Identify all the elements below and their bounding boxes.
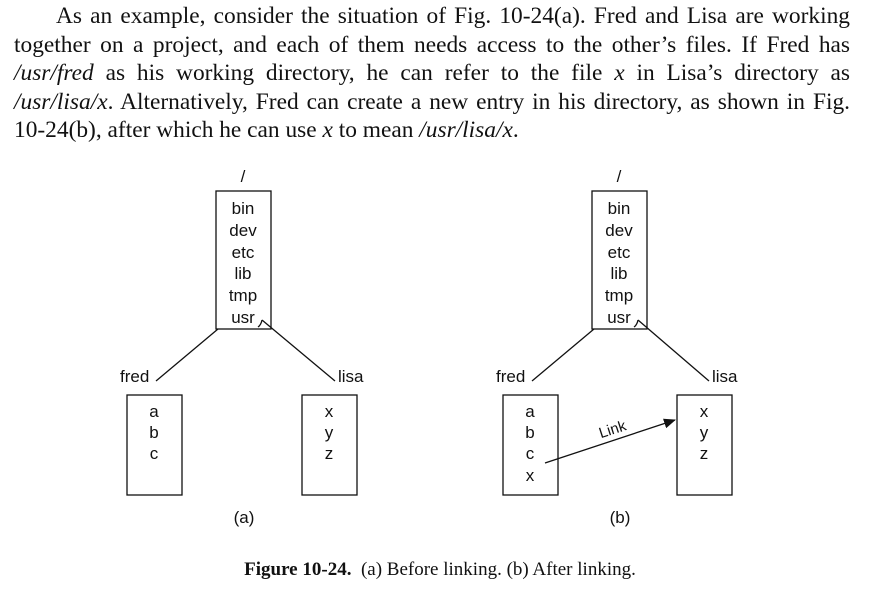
panel-a-label: (a) bbox=[234, 508, 255, 527]
path-usr-fred: /usr/fred bbox=[14, 60, 94, 87]
root-directory-box bbox=[215, 190, 272, 330]
lisa-directory-box bbox=[301, 394, 358, 496]
root-entry: tmp bbox=[605, 286, 633, 305]
root-entry: lib bbox=[610, 264, 627, 283]
edge-root-to-fred bbox=[155, 328, 219, 382]
edge-usr-to-lisa bbox=[637, 319, 710, 382]
fred-file: c bbox=[150, 444, 159, 463]
paragraph-text: . bbox=[512, 117, 519, 144]
root-label: / bbox=[241, 167, 246, 186]
edge-usr-to-lisa bbox=[261, 319, 336, 382]
panel-b-label: (b) bbox=[610, 508, 631, 527]
fred-file: a bbox=[149, 402, 159, 421]
paragraph-text: in Lisa’s directory as bbox=[624, 60, 850, 87]
root-entry: bin bbox=[608, 199, 631, 218]
root-entry: tmp bbox=[229, 286, 257, 305]
root-entry: usr bbox=[231, 308, 255, 327]
edge-root-to-fred bbox=[531, 328, 595, 382]
lisa-file: x bbox=[325, 402, 334, 421]
paragraph-text: . Alternatively, Fred can create a new e… bbox=[14, 88, 850, 144]
lisa-file: x bbox=[700, 402, 709, 421]
root-entry: etc bbox=[608, 243, 631, 262]
fred-directory-box bbox=[126, 394, 183, 496]
figure-caption: Figure 10-24. (a) Before linking. (b) Af… bbox=[0, 559, 880, 581]
root-entry: bin bbox=[232, 199, 255, 218]
paragraph-text: to mean bbox=[332, 117, 420, 144]
path-usr-lisa-x: /usr/lisa/x bbox=[419, 117, 513, 144]
fred-dir-label: fred bbox=[496, 367, 525, 386]
usr-hook bbox=[257, 319, 263, 328]
root-directory-box bbox=[591, 190, 648, 330]
fred-file: b bbox=[525, 423, 534, 442]
root-entry: etc bbox=[232, 243, 255, 262]
lisa-file: z bbox=[325, 444, 334, 463]
lisa-dir-label: lisa bbox=[712, 367, 738, 386]
root-label: / bbox=[617, 167, 622, 186]
lisa-directory-box bbox=[676, 394, 733, 496]
variable-x: x bbox=[614, 60, 625, 87]
link-arrow bbox=[544, 418, 676, 464]
fred-file: a bbox=[525, 402, 535, 421]
fred-file: x bbox=[526, 466, 535, 485]
fred-file: c bbox=[526, 444, 535, 463]
root-entry: lib bbox=[234, 264, 251, 283]
fred-directory-box bbox=[502, 394, 559, 496]
body-paragraph: As an example, consider the situation of… bbox=[14, 2, 850, 145]
fred-file: b bbox=[149, 423, 158, 442]
caption-label: Figure 10-24. bbox=[244, 559, 352, 580]
link-label: Link bbox=[597, 417, 629, 442]
caption-text: (a) Before linking. (b) After linking. bbox=[360, 559, 636, 580]
root-entry: dev bbox=[605, 221, 633, 240]
root-entry: usr bbox=[607, 308, 631, 327]
path-usr-lisa-x: /usr/lisa/x bbox=[14, 88, 108, 115]
panel-b: / bin dev etc lib tmp usr fred lisa a b … bbox=[496, 167, 738, 527]
lisa-file: y bbox=[700, 423, 709, 442]
paragraph-text: As an example, consider the situation of… bbox=[14, 3, 850, 58]
lisa-dir-label: lisa bbox=[338, 367, 364, 386]
root-entry: dev bbox=[229, 221, 257, 240]
panel-a: / bin dev etc lib tmp usr fred lisa a b … bbox=[120, 167, 364, 527]
fred-dir-label: fred bbox=[120, 367, 149, 386]
lisa-file: y bbox=[325, 423, 334, 442]
usr-hook bbox=[633, 319, 639, 328]
variable-x: x bbox=[322, 117, 333, 144]
paragraph-text: as his working directory, he can refer t… bbox=[93, 60, 615, 87]
lisa-file: z bbox=[700, 444, 709, 463]
